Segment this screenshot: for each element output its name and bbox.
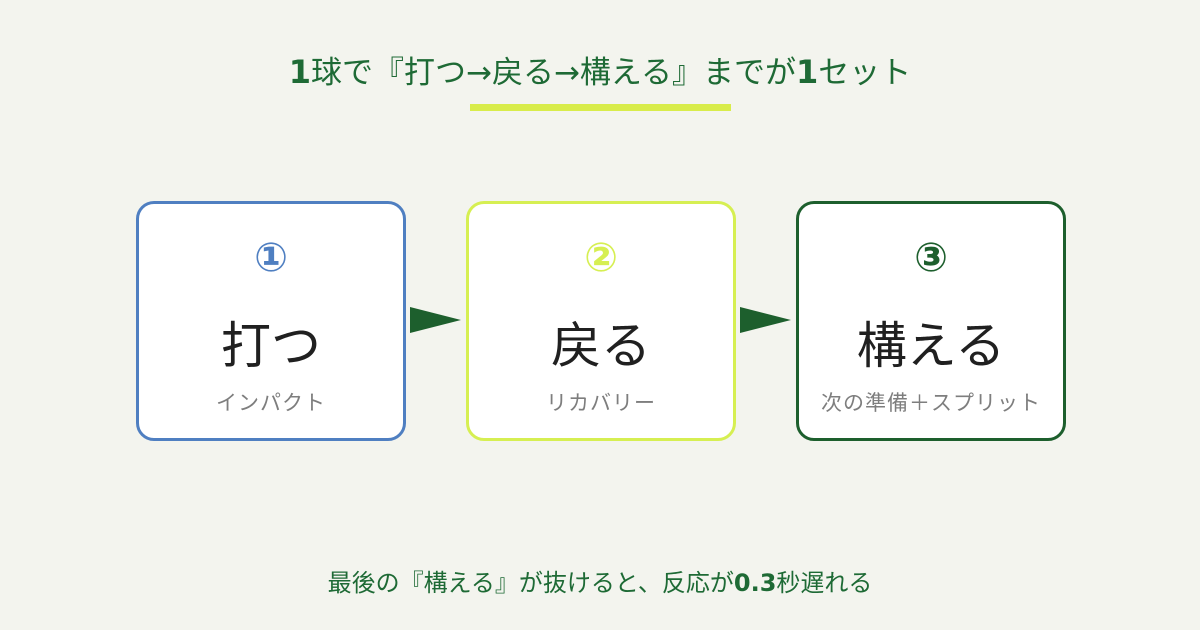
page-title: 1球で『打つ→戻る→構える』までが1セット	[0, 46, 1200, 99]
step-card-hit: ① 打つ インパクト	[136, 201, 406, 441]
title-end: セット	[818, 55, 912, 91]
title-number-1: 1	[288, 53, 311, 91]
footer-text-start: 最後の『構える』が抜けると、反応が	[327, 569, 734, 597]
step-title: 構える	[856, 317, 1006, 375]
step-title: 打つ	[221, 317, 321, 375]
step-card-return: ② 戻る リカバリー	[466, 201, 736, 441]
arrow-right-icon	[740, 307, 791, 333]
step-subtitle: インパクト	[216, 391, 326, 415]
arrow-right-icon	[410, 307, 461, 333]
step-number-badge: ②	[584, 235, 618, 281]
step-number-badge: ③	[914, 235, 948, 281]
step-title: 戻る	[551, 317, 651, 375]
step-subtitle: リカバリー	[546, 391, 656, 415]
footer-value: 0.3	[733, 569, 777, 597]
title-number-2: 1	[796, 53, 819, 91]
step-card-ready: ③ 構える 次の準備＋スプリット	[796, 201, 1066, 441]
footer-note: 最後の『構える』が抜けると、反応が0.3秒遅れる	[0, 563, 1200, 603]
title-underline	[470, 104, 731, 111]
title-middle: 球で『打つ→戻る→構える』までが	[310, 55, 797, 91]
step-number-badge: ①	[254, 235, 288, 281]
footer-text-end: 秒遅れる	[776, 569, 873, 597]
step-subtitle: 次の準備＋スプリット	[821, 391, 1041, 415]
